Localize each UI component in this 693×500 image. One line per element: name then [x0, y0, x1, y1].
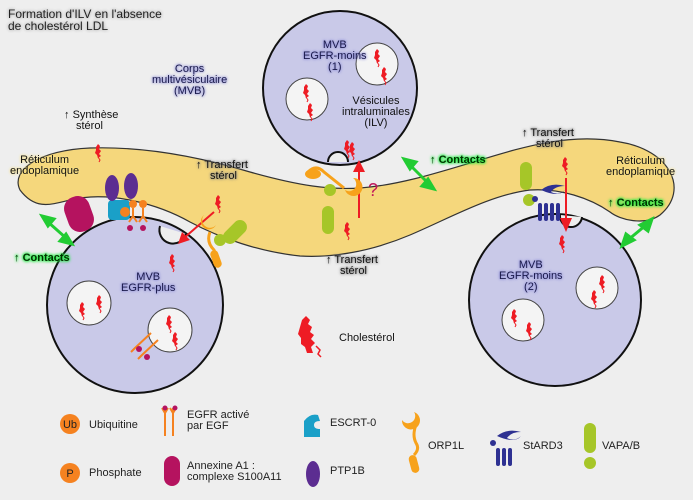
ubiquitine-icon	[120, 207, 130, 217]
legend-phosphate-icon: P	[60, 463, 80, 483]
up-arrow-icon: ↑	[64, 109, 70, 121]
legend-vapa-icon	[584, 423, 596, 469]
legend-phosphate-label: Phosphate	[89, 467, 142, 479]
contacts-arrow-left	[38, 213, 76, 247]
label-transfert-right: ↑ Transfert stérol	[522, 127, 574, 150]
sterol-transfer-arrow-left	[178, 211, 215, 244]
orp1l-protein	[200, 215, 222, 268]
egfr-receptor	[128, 208, 148, 223]
legend-egfr-icon	[161, 405, 178, 436]
label-transfert-middle: ↑ Transfert stérol	[326, 254, 378, 277]
legend-stard3-label: StARD3	[523, 440, 563, 452]
question-mark: ?	[368, 180, 378, 200]
legend-ptp1b-label: PTP1B	[330, 465, 365, 477]
legend-escrt-icon	[304, 414, 320, 437]
legend-ubiquitine-label: Ubiquitine	[89, 419, 138, 431]
legend-orp1l-label: ORP1L	[428, 440, 465, 452]
svg-text:Ub: Ub	[63, 419, 77, 431]
legend-escrt-label: ESCRT-0	[330, 417, 377, 429]
label-cholesterol: Cholestérol	[339, 332, 395, 344]
orp1l-protein	[305, 166, 363, 196]
legend-annexine-label: Annexine A1 :complexe S100A11	[187, 460, 282, 483]
mvb-egfr-moins-1	[262, 10, 418, 166]
contacts-arrow-middle	[400, 156, 438, 192]
vapa-b-protein	[214, 220, 247, 246]
annexine-a1-complex	[64, 196, 94, 232]
legend-ptp1b-icon	[306, 461, 320, 487]
egfr-internalized	[130, 332, 159, 360]
label-contacts-left: ↑ Contacts	[14, 252, 70, 264]
stard3-protein	[532, 184, 565, 221]
mvb-egfr-moins-2	[468, 213, 642, 387]
label-transfert-left: ↑ Transfert stérol	[196, 159, 248, 182]
label-contacts-middle: ↑ Contacts	[430, 154, 486, 166]
diagram-title: Formation d'ILV en l'absence de cholesté…	[8, 7, 162, 33]
legend-annexine-icon	[164, 456, 180, 486]
mvb-egfr-plus	[46, 216, 224, 394]
phosphate-icon	[129, 200, 137, 208]
vapa-b-protein	[322, 184, 336, 234]
sterol-transfer-arrow-right	[560, 178, 572, 232]
legend-ubiquitine-icon: Ub	[60, 414, 80, 434]
ptp1b-protein	[124, 173, 138, 199]
phosphate-icon	[139, 200, 147, 208]
cholesterol-icon	[298, 316, 322, 358]
vapa-b-protein	[520, 162, 535, 206]
legend-vapa-label: VAPA/B	[602, 440, 641, 452]
contacts-arrow-right	[619, 216, 655, 249]
label-synthese-sterol: ↑ Synthèse stérol	[64, 109, 119, 132]
label-contacts-right: ↑ Contacts	[608, 197, 664, 209]
legend-stard3-icon	[490, 430, 521, 466]
legend-orp1l-icon	[401, 412, 420, 473]
ptp1b-protein	[105, 175, 119, 201]
svg-text:P: P	[66, 468, 73, 480]
